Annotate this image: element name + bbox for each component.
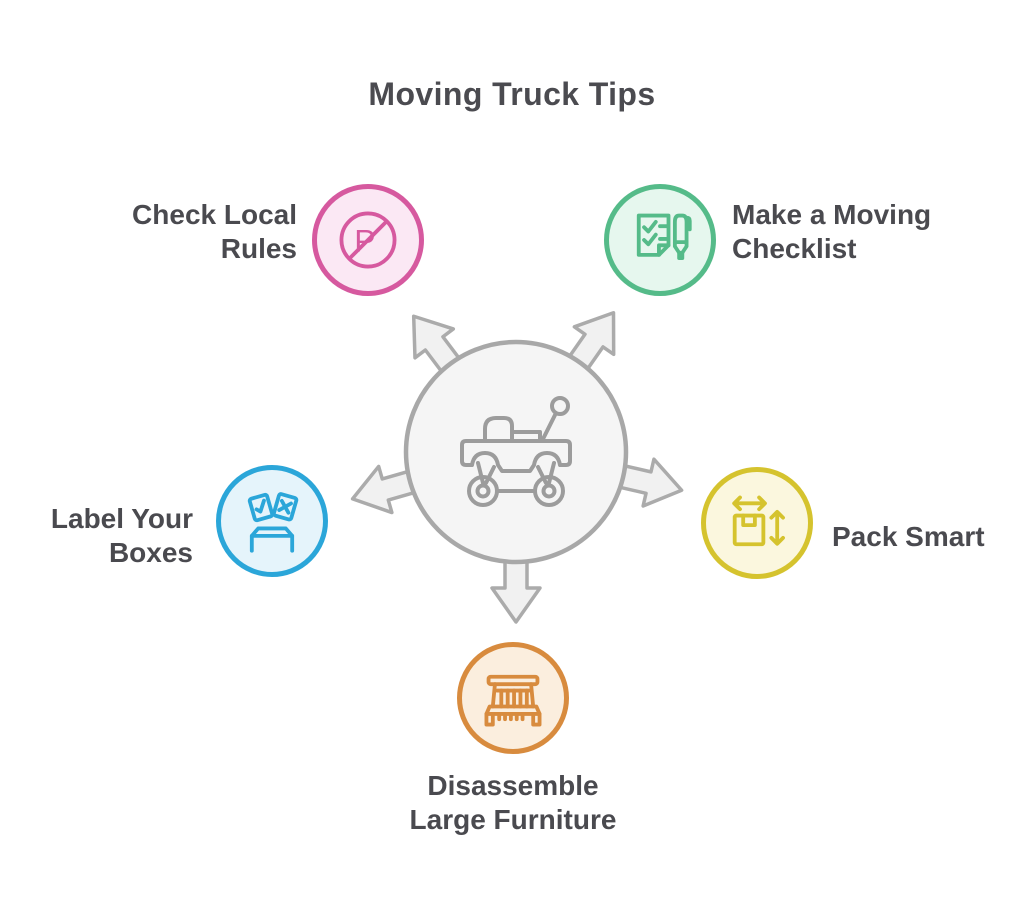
label-line: Pack Smart xyxy=(832,521,985,552)
rc-monster-truck-icon xyxy=(460,396,572,507)
page-title: Moving Truck Tips xyxy=(368,76,656,112)
box-dimensions-icon xyxy=(732,495,785,547)
label-line: Disassemble xyxy=(427,770,599,801)
hub-diagram xyxy=(344,297,689,624)
node-make-a-moving-checklist xyxy=(604,184,716,296)
svg-text:P: P xyxy=(354,223,375,259)
checklist-pen-icon xyxy=(636,213,692,260)
label-line: Boxes xyxy=(108,537,193,568)
label-line: Checklist xyxy=(732,233,857,264)
node-check-local-rules: P xyxy=(312,184,424,296)
label-line: Rules xyxy=(220,233,297,264)
tagged-boxes-icon xyxy=(247,492,299,553)
node-pack-smart xyxy=(701,467,813,579)
no-parking-icon: P xyxy=(339,211,397,269)
label-line: Check Local xyxy=(132,199,297,230)
label-label-your-boxes: Label Your Boxes xyxy=(51,502,193,570)
label-line: Large Furniture xyxy=(409,804,617,835)
label-pack-smart: Pack Smart xyxy=(832,520,985,554)
hub-circle xyxy=(403,339,629,565)
label-make-a-moving-checklist: Make a Moving Checklist xyxy=(732,198,931,266)
label-check-local-rules: Check Local Rules xyxy=(132,198,297,266)
node-label-your-boxes xyxy=(216,465,328,577)
furniture-bench-icon xyxy=(484,674,542,727)
node-disassemble-large-furniture xyxy=(457,642,569,754)
label-line: Make a Moving xyxy=(732,199,932,230)
label-line: Label Your xyxy=(50,503,193,534)
label-disassemble-large-furniture: Disassemble Large Furniture xyxy=(362,769,664,837)
